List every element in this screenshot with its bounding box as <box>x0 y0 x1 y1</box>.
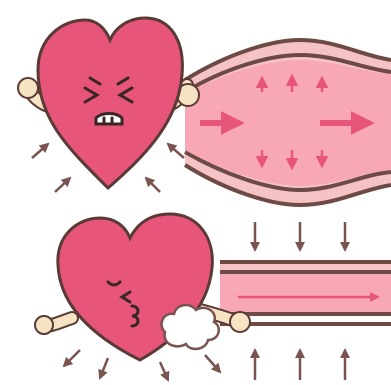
bottom-left-arm <box>35 316 72 334</box>
straining-heart <box>38 18 182 188</box>
top-panel <box>18 18 391 205</box>
bottom-panel <box>35 214 391 380</box>
bulging-vessel <box>185 40 391 205</box>
straight-vessel <box>220 222 391 380</box>
